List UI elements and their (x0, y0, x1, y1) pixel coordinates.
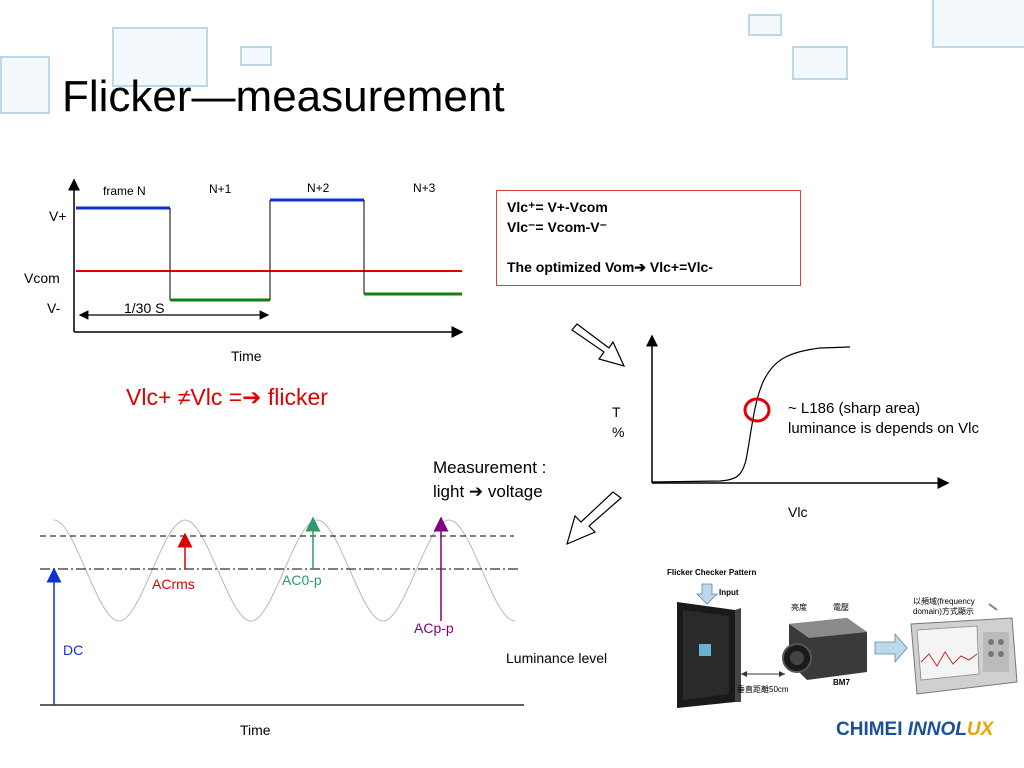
pattern-label: Flicker Checker Pattern (667, 568, 757, 577)
luminance-level-label: Luminance level (506, 650, 608, 666)
formula-box: Vlc⁺= V+-Vcom Vlc⁻= Vcom-V⁻ The optimize… (496, 190, 801, 286)
to-scope-arrow-icon (874, 632, 908, 664)
decor-square (112, 27, 208, 87)
waveform-diagram (68, 178, 464, 338)
company-logo: CHIMEI INNOLUX (836, 719, 993, 741)
brightness-label: 亮度 (791, 603, 807, 612)
frame-n-label: frame N (103, 184, 146, 198)
decor-square (932, 0, 1024, 48)
ac0p-label: AC0-p (282, 572, 322, 588)
frame-n1-label: N+1 (209, 182, 232, 196)
v-minus-label: V- (47, 300, 61, 316)
sharp-area-note: ~ L186 (sharp area) luminance is depends… (788, 399, 979, 439)
formula-spacer (507, 237, 790, 257)
measurement-note: Measurement : light ➔ voltage (433, 456, 546, 504)
vcom-label: Vcom (24, 270, 60, 286)
sharp-area-line-2: luminance is depends on Vlc (788, 420, 979, 437)
frame-n3-label: N+3 (413, 181, 436, 195)
decor-square (748, 14, 782, 36)
freq-label-1: 以頻域(frequency (913, 597, 975, 606)
logo-part-3: UX (966, 719, 994, 740)
decor-square (792, 46, 848, 80)
luminance-signal-diagram (40, 516, 524, 706)
t-axis-label-top: T (612, 404, 621, 420)
luminance-sine-wave (53, 519, 516, 622)
voltage-label: 電壓 (833, 603, 849, 612)
hollow-arrow-down-right (571, 323, 626, 367)
acrms-label: ACrms (152, 576, 195, 592)
distance-label: 垂直距離50cm (737, 685, 789, 694)
measurement-setup-illustration: Flicker Checker Pattern Input 亮度 電壓 以頻域(… (667, 562, 1024, 712)
decor-square (240, 46, 272, 66)
acpp-label: ACp-p (414, 620, 454, 636)
sharp-area-line-1: ~ L186 (sharp area) (788, 400, 921, 417)
formula-line-2: Vlc⁻= Vcom-V⁻ (507, 219, 607, 235)
input-label: Input (719, 588, 739, 597)
t-curve-line (651, 346, 851, 483)
input-arrow-icon (696, 583, 718, 605)
setup-drawing (677, 583, 1018, 708)
formula-line-3: The optimized Vom➔ Vlc+=Vlc- (507, 259, 713, 275)
flicker-condition: Vlc+ ≠Vlc =➔ flicker (126, 384, 328, 410)
v-plus-label: V+ (49, 208, 67, 224)
logo-part-2: INNOL (907, 719, 967, 740)
freq-label-2: domain)方式顯示 (913, 607, 974, 616)
frame-n2-label: N+2 (307, 181, 330, 195)
logo-part-1: CHIMEI (836, 719, 908, 740)
vlc-axis-label: Vlc (788, 504, 808, 520)
dc-label: DC (63, 642, 84, 658)
signal-time-label: Time (240, 722, 271, 738)
hollow-arrow-down-left (566, 491, 622, 546)
measurement-line-1: Measurement : (433, 458, 547, 477)
t-vlc-curve (646, 334, 950, 489)
device-label: BM7 (833, 678, 850, 687)
period-label: 1/30 S (124, 300, 165, 316)
measurement-line-2: light ➔ voltage (433, 482, 543, 501)
formula-line-1: Vlc⁺= V+-Vcom (507, 199, 608, 215)
page-title: Flicker—measurement (62, 72, 505, 121)
decor-square (0, 56, 50, 114)
t-axis-label-bottom: % (612, 424, 625, 440)
sharp-area-marker (743, 397, 771, 423)
waveform-time-label: Time (231, 348, 262, 364)
